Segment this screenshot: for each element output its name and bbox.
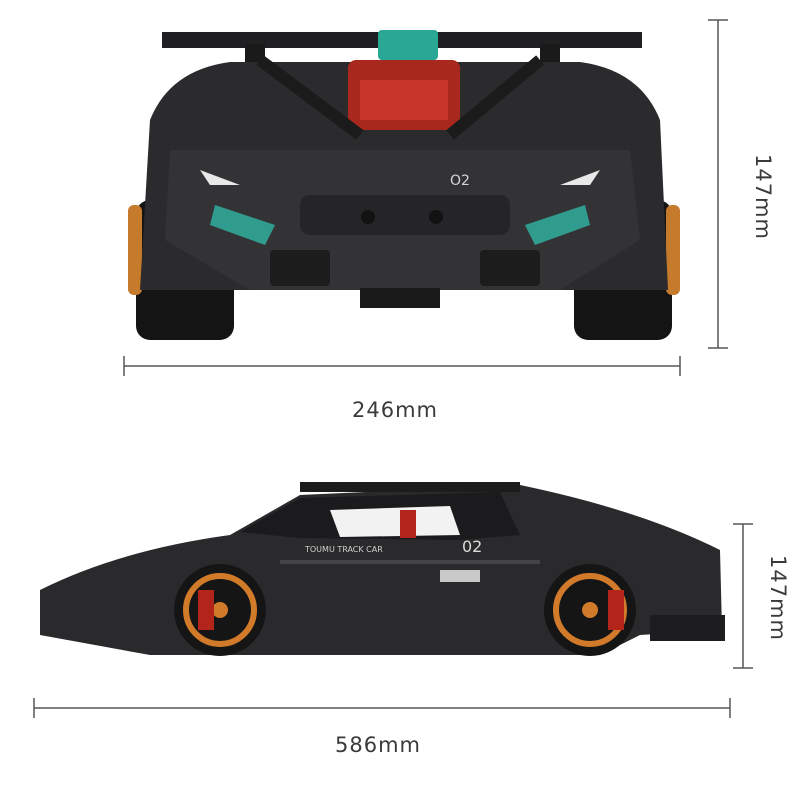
front-width-label: 246mm	[352, 398, 438, 422]
front-height-label: 147mm	[751, 154, 775, 240]
front-dimension-lines	[123, 19, 728, 376]
side-length-label: 586mm	[335, 733, 421, 757]
side-view-car-image: TOUMU TRACK CAR 02	[40, 482, 725, 656]
side-number: 02	[462, 537, 482, 556]
side-dimension-lines	[33, 523, 753, 718]
side-height-label: 147mm	[766, 555, 790, 641]
door-text: TOUMU TRACK CAR	[304, 545, 383, 554]
front-view: O2 246mm 147mm	[123, 19, 775, 422]
svg-text:O2: O2	[450, 173, 470, 189]
front-wheel	[174, 564, 266, 656]
rear-wheel	[544, 564, 636, 656]
side-view: TOUMU TRACK CAR 02 586mm 147mm	[0, 440, 800, 800]
front-view-car-image: O2	[128, 30, 680, 340]
